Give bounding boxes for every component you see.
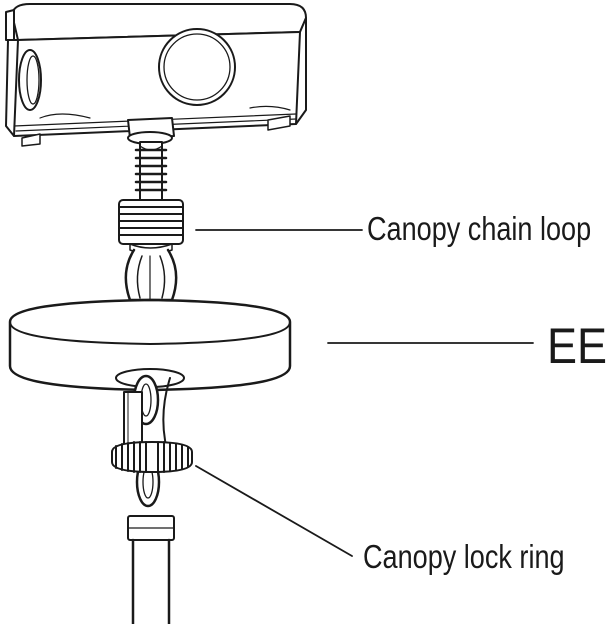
fixture-stem xyxy=(127,515,175,624)
canopy-ee xyxy=(8,298,292,392)
label-canopy-chain-loop: Canopy chain loop xyxy=(367,210,592,247)
front-knockout xyxy=(158,28,236,106)
canopy-chain-loop-part xyxy=(118,199,184,302)
canopy-lock-ring-part xyxy=(111,441,193,473)
chain-and-wire xyxy=(123,374,171,508)
left-knockout xyxy=(18,49,42,111)
junction-box xyxy=(5,3,307,147)
label-canopy-lock-ring: Canopy lock ring xyxy=(363,538,565,575)
leader-line-lock-ring xyxy=(195,465,353,557)
threaded-nipple xyxy=(134,141,168,203)
label-ee: EE xyxy=(547,318,608,374)
